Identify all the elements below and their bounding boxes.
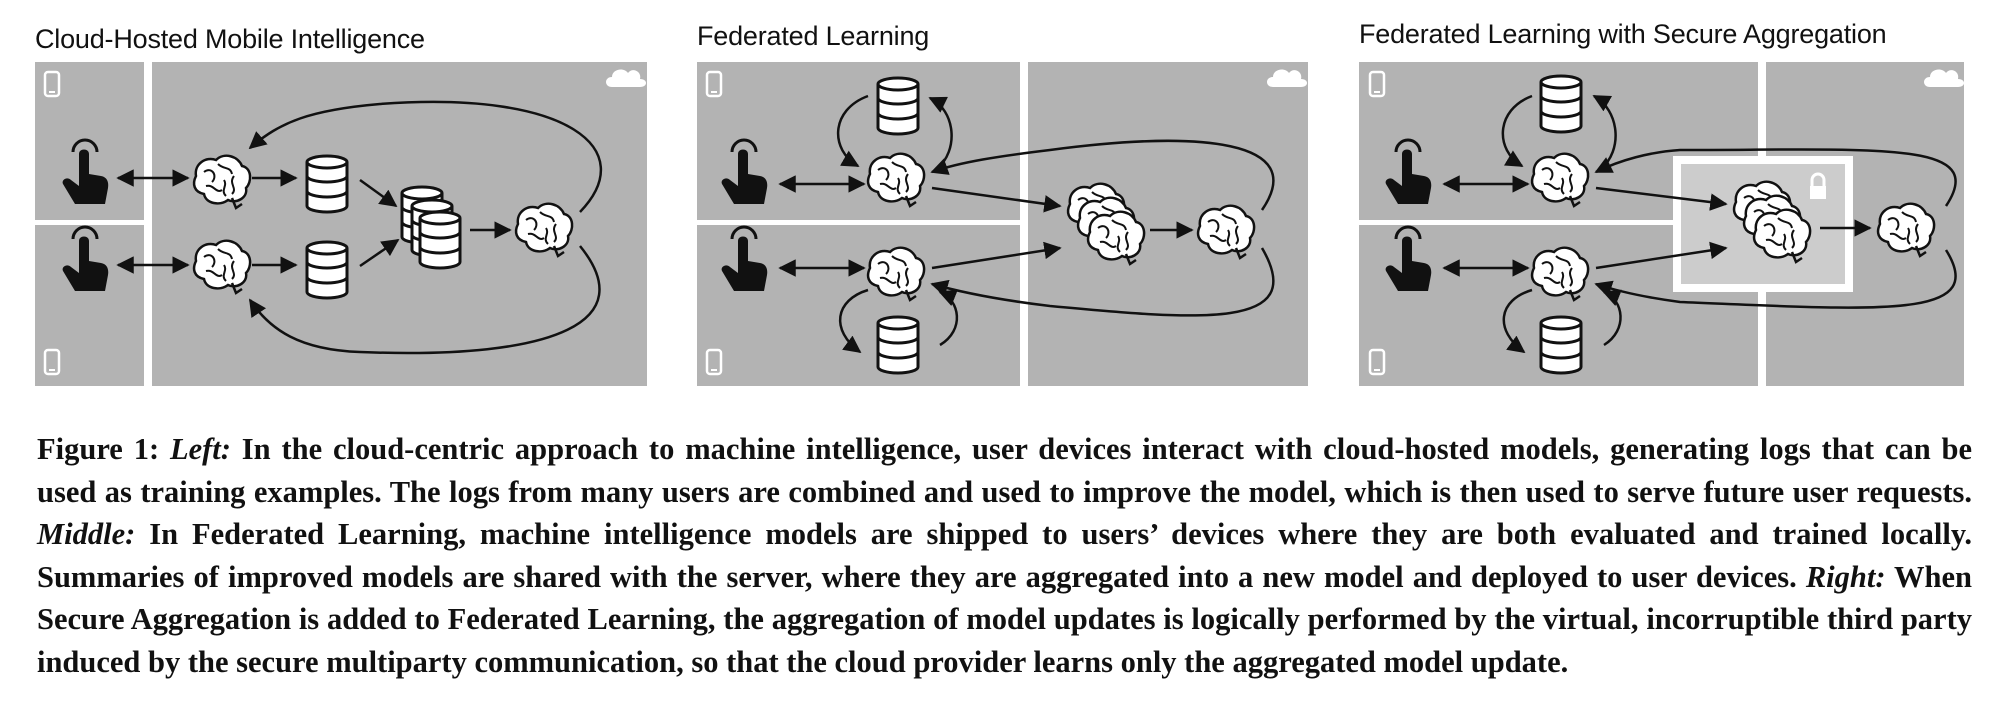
panel-title-cloud: Cloud-Hosted Mobile Intelligence [35, 24, 425, 54]
panel-secure-aggregation [1359, 62, 1964, 386]
database-icon [305, 154, 349, 214]
database-icon [305, 240, 349, 300]
database-icon [1539, 74, 1583, 134]
panel-title-federated: Federated Learning [697, 21, 930, 51]
caption-left-label: Left: [169, 432, 231, 466]
caption-right-label: Right: [1805, 559, 1886, 594]
figure-caption: Figure 1: Left: In the cloud-centric app… [37, 428, 1972, 683]
caption-left-text: In the cloud-centric approach to machine… [37, 432, 1973, 509]
lock-icon [1810, 172, 1826, 199]
caption-middle-label: Middle: [37, 517, 136, 551]
figure-label: Figure 1: [37, 432, 160, 466]
panel-cloud [35, 62, 647, 386]
database-icon [876, 76, 920, 136]
database-icon [1539, 315, 1583, 375]
panel-title-secure-aggregation: Federated Learning with Secure Aggregati… [1359, 19, 1887, 49]
figure-diagram [35, 62, 1964, 386]
database-icon [418, 210, 462, 270]
caption-right-text: When Secure Aggregation is added to Fede… [37, 559, 1973, 679]
caption-middle-text: In Federated Learning, machine intellige… [37, 517, 1973, 594]
database-icon [876, 315, 920, 375]
panel-federated [697, 62, 1308, 386]
